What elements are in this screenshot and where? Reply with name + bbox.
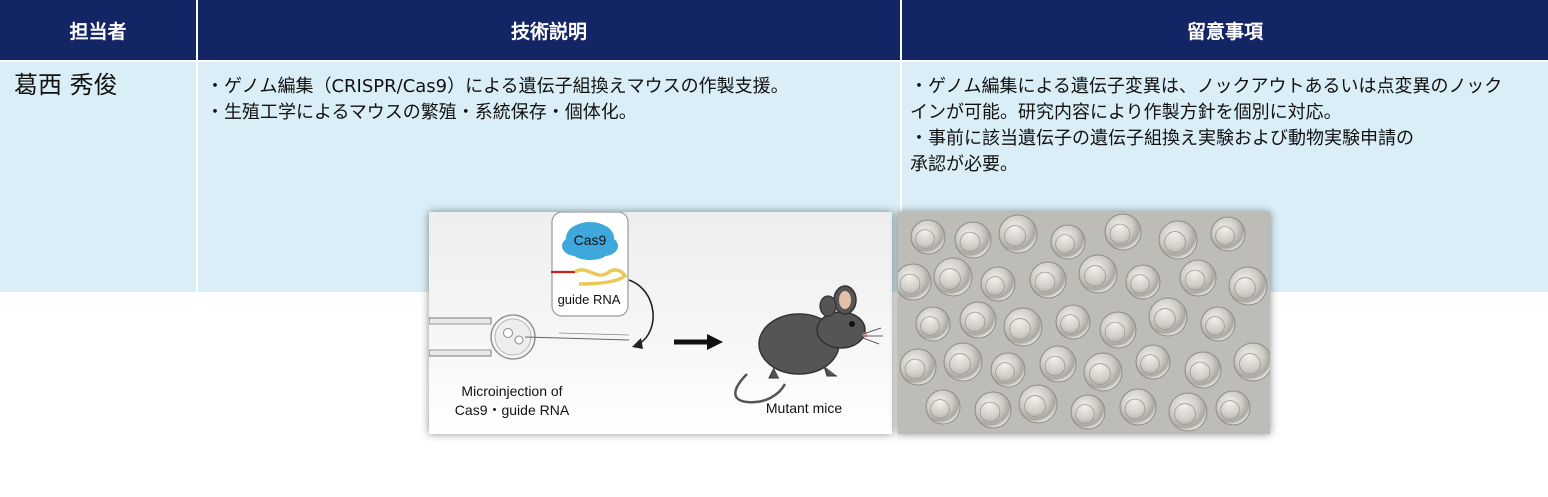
embryo-icon [1233, 342, 1270, 382]
header-technology: 技術説明 [198, 0, 900, 60]
notes-line: ・ゲノム編集による遺伝子変異は、ノックアウトあるいは点変異のノック [910, 76, 1503, 97]
embryo-micrograph [898, 212, 1270, 434]
notes-line: ・事前に該当遺伝子の遺伝子組換え実験および動物実験申請の [910, 128, 1414, 149]
embryo-icon [1083, 352, 1123, 392]
straight-arrowhead-icon [707, 334, 723, 350]
microinjection-label-line1: Microinjection of [461, 383, 562, 399]
embryo-icon [1050, 224, 1086, 260]
cas9-label: Cas9 [574, 232, 607, 248]
embryo-icon [915, 306, 951, 342]
embryo-icon [1228, 266, 1268, 306]
embryo-icon [954, 221, 992, 259]
embryo-icon [899, 348, 937, 386]
arrowhead-icon [632, 338, 643, 349]
description-line: ・生殖工学によるマウスの繁殖・系統保存・個体化。 [206, 102, 637, 123]
embryo-icon [943, 342, 983, 382]
mutant-mice-label: Mutant mice [766, 400, 842, 416]
microinjection-label-line2: Cas9・guide RNA [455, 402, 570, 418]
embryo-icon [974, 391, 1012, 429]
embryo-icon [959, 301, 997, 339]
embryo-icon [1003, 307, 1043, 347]
notes-line: インが可能。研究内容により作製方針を個別に対応。 [910, 102, 1342, 123]
embryo-icon [1119, 388, 1157, 426]
injection-needle-icon [524, 336, 630, 341]
crispr-diagram-svg: Cas9 guide RNA [428, 211, 883, 418]
embryo-icon [1055, 304, 1091, 340]
notes-line: 承認が必要。 [910, 154, 1018, 175]
embryo-micrograph-svg [898, 212, 1270, 434]
embryo-icon [1148, 297, 1188, 337]
embryo-icon [1070, 394, 1106, 430]
embryo-icon [925, 389, 961, 425]
embryo-icon [1029, 261, 1067, 299]
embryo-icon [1099, 311, 1137, 349]
embryo-icon [1158, 220, 1198, 260]
header-notes: 留意事項 [902, 0, 1548, 60]
embryo-icon [1125, 264, 1161, 300]
description-line: ・ゲノム編集（CRISPR/Cas9）による遺伝子組換えマウスの作製支援。 [206, 76, 789, 97]
header-row: 担当者 技術説明 留意事項 [0, 0, 1548, 60]
embryo-icon [1184, 351, 1222, 389]
embryo-icon [1200, 306, 1236, 342]
person-cell: 葛西 秀俊 [0, 62, 196, 292]
embryo-icon [1215, 390, 1251, 426]
embryo-icon [1179, 259, 1217, 297]
embryo-icon [1039, 345, 1077, 383]
embryo-icon [980, 266, 1016, 302]
cas9-icon [562, 222, 618, 260]
embryo-icon [1104, 213, 1142, 251]
curved-arrow-icon [628, 279, 654, 345]
embryo-icon [898, 263, 932, 301]
embryo-icon [933, 257, 973, 297]
guide-rna-label: guide RNA [558, 292, 621, 307]
embryo-icon [1078, 254, 1118, 294]
guide-rna-yellow-icon [574, 268, 628, 286]
embryo-icon [990, 352, 1026, 388]
header-person: 担当者 [0, 0, 196, 60]
embryo-icon [1210, 216, 1246, 252]
embryo-icon [1018, 384, 1058, 424]
holding-pipette-icon [428, 317, 492, 357]
embryo-icon [910, 219, 946, 255]
embryo-icon [1135, 344, 1171, 380]
oocyte-icon [490, 314, 536, 360]
person-name: 葛西 秀俊 [14, 71, 118, 99]
mouse-icon [734, 285, 883, 404]
embryo-icon [1168, 392, 1208, 432]
crispr-diagram: Cas9 guide RNA [428, 211, 892, 434]
embryo-icon [998, 214, 1038, 254]
